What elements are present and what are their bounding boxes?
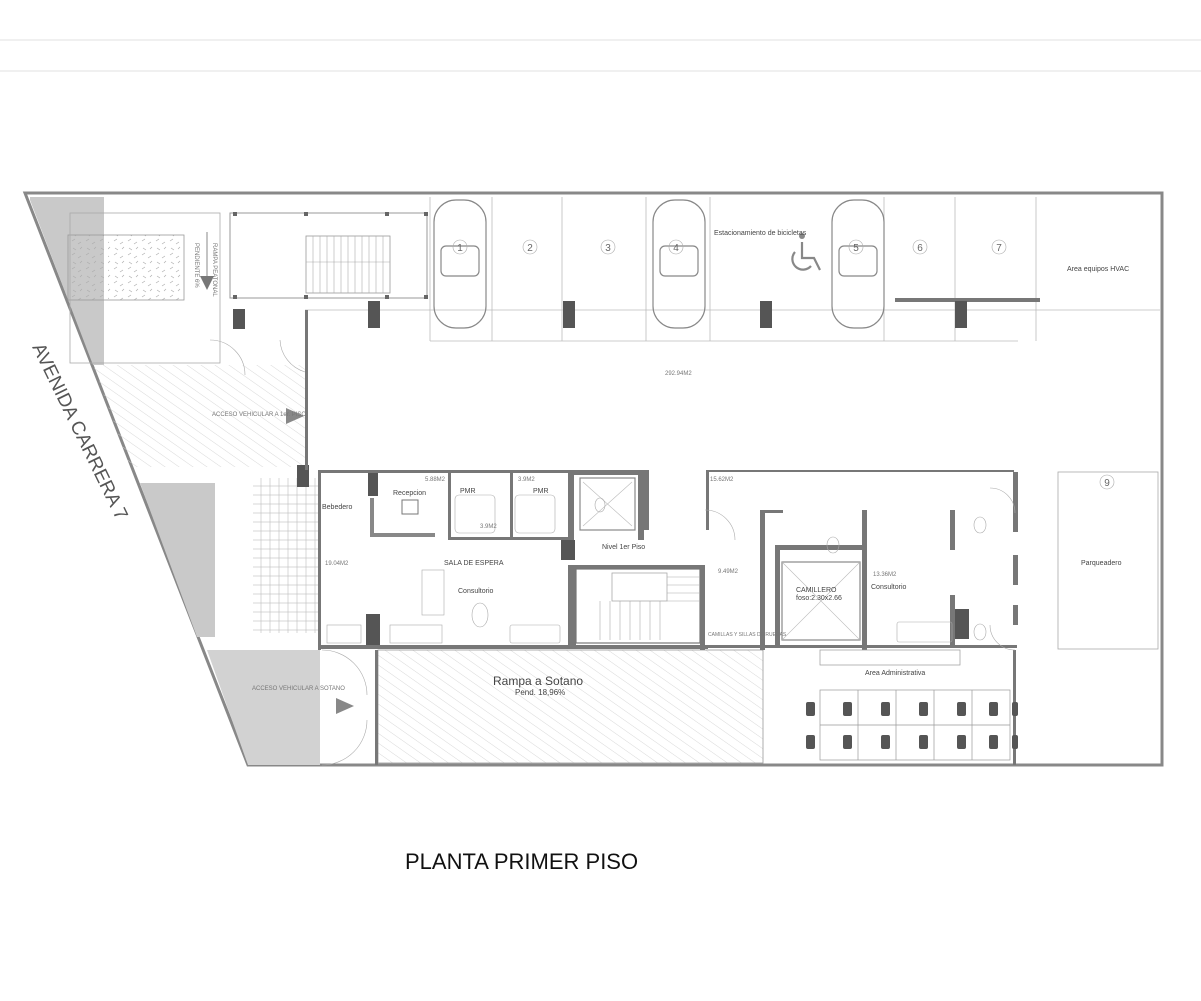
label-rampa-sotano: Rampa a Sotano <box>493 674 583 688</box>
label-pendiente: PENDIENTE 6% <box>193 243 199 288</box>
parking-number: 5 <box>853 243 859 254</box>
area-pmr-1: 3.9M2 <box>480 524 497 530</box>
label-nivel: Nivel 1er Piso <box>602 544 645 551</box>
stair-center <box>575 568 701 644</box>
parking-numbers: 1 2 3 4 5 6 7 9 <box>452 239 1115 490</box>
parking-number: 2 <box>527 243 533 254</box>
area-main: 292.94M2 <box>665 371 692 377</box>
label-consultorio-2: Consultorio <box>871 584 907 591</box>
label-bike-parking: Estacionamiento de bicicletas <box>714 230 807 237</box>
label-pmr-1: PMR <box>460 488 476 495</box>
building-outline <box>22 191 1164 767</box>
stair-top <box>229 212 428 299</box>
label-sala-espera: SALA DE ESPERA <box>444 560 504 567</box>
area-corridor: 9.49M2 <box>718 569 739 575</box>
parking-stalls <box>305 197 1160 342</box>
parking-number: 1 <box>457 243 463 254</box>
area-pmr-2: 3.9M2 <box>518 477 535 483</box>
area-hall: 15.62M2 <box>710 477 734 483</box>
columns <box>233 301 969 648</box>
drawing-title: PLANTA PRIMER PISO <box>405 849 638 874</box>
label-pmr-2: PMR <box>533 488 549 495</box>
label-rampa-peatonal: RAMPA PEATONAL <box>211 243 217 297</box>
label-acceso-1er-piso: ACCESO VEHICULAR A 1er. PISO <box>212 412 306 418</box>
parking-number: 9 <box>1104 478 1110 489</box>
label-pendiente-sotano: Pend. 18,96% <box>515 688 565 697</box>
parking-number: 7 <box>996 243 1002 254</box>
car-icons <box>433 199 885 329</box>
label-parqueadero: Parqueadero <box>1081 560 1122 567</box>
area-lobby: 19.04M2 <box>325 561 349 567</box>
interior-walls <box>305 310 1018 765</box>
label-recepcion: Recepcion <box>393 490 426 497</box>
parking-number: 6 <box>917 243 923 254</box>
label-camillero: CAMILLERO <box>796 587 837 594</box>
area-recepcion: 5.88M2 <box>425 477 446 483</box>
label-foso: foso:2.30x2.66 <box>796 595 842 602</box>
label-consultorio-1: Consultorio <box>458 588 494 595</box>
label-area-administrativa: Area Administrativa <box>865 670 925 677</box>
label-camillas: CAMILLAS Y SILLAS DE RUEDAS <box>708 632 787 638</box>
label-hvac: Area equipos HVAC <box>1067 266 1129 273</box>
parking-number: 4 <box>673 243 679 254</box>
label-bebedero: Bebedero <box>322 504 352 511</box>
label-acceso-sotano: ACCESO VEHICULAR A SOTANO <box>252 686 345 692</box>
wheelchair-icon <box>791 233 821 271</box>
area-consultorio: 13.36M2 <box>873 572 897 578</box>
parking-number: 3 <box>605 243 611 254</box>
admin-desks <box>819 649 1011 761</box>
